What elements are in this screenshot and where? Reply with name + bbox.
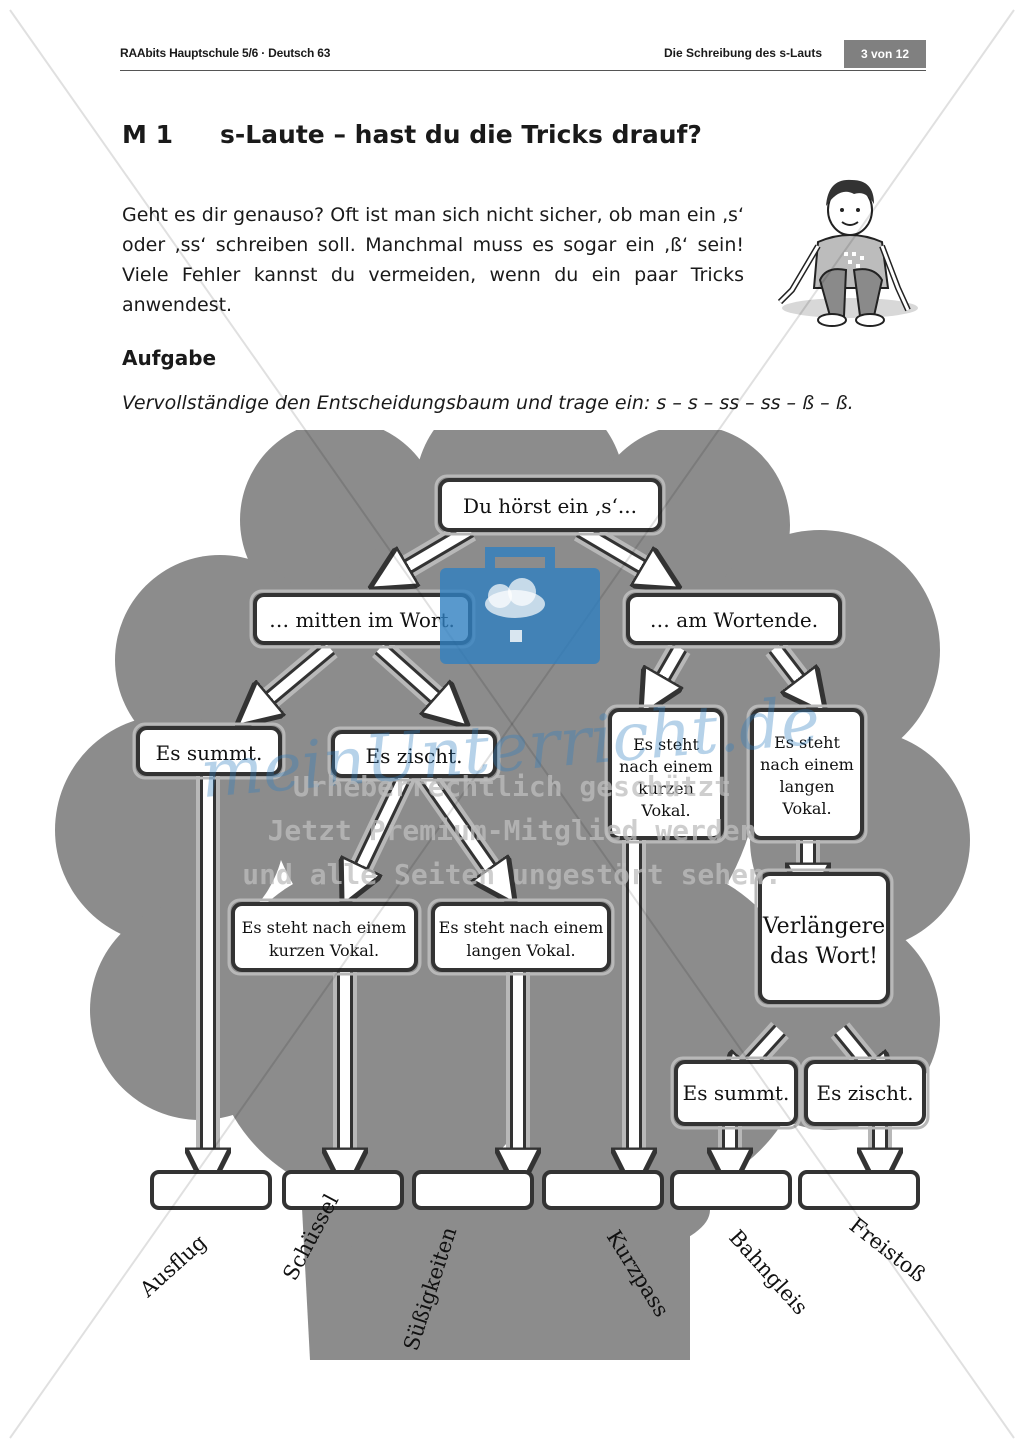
node-summt2	[674, 1060, 798, 1126]
mid-long-line-2: langen Vokal.	[466, 941, 575, 960]
worksheet-title: M 1 s-Laute – hast du die Tricks drauf?	[122, 120, 702, 149]
word-ausflug: Ausflug	[135, 1230, 212, 1302]
answer-box-6[interactable]	[798, 1170, 920, 1210]
root-text: Du hörst ein ‚s‘...	[463, 494, 637, 518]
page-header: RAAbits Hauptschule 5/6 · Deutsch 63 Die…	[120, 38, 926, 71]
end-short-line-1: Es steht	[633, 735, 699, 754]
node-end-short	[608, 708, 724, 840]
lengthen-line-1: Verlängere	[762, 914, 885, 939]
task-heading: Aufgabe	[122, 346, 217, 370]
end-long-line-4: Vokal.	[781, 799, 831, 818]
title-text: s-Laute – hast du die Tricks drauf?	[220, 120, 702, 149]
material-code: M 1	[122, 120, 173, 149]
end-long-line-1: Es steht	[774, 733, 840, 752]
node-end-long	[750, 708, 864, 840]
answer-box-5[interactable]	[670, 1170, 792, 1210]
answer-boxes	[150, 1170, 920, 1210]
zischt-text: Es zischt.	[366, 744, 463, 768]
end-long-line-3: langen	[780, 777, 835, 796]
end-short-line-2: nach einem	[619, 757, 713, 776]
summt2-text: Es summt.	[683, 1081, 790, 1105]
answer-box-1[interactable]	[150, 1170, 272, 1210]
node-end	[626, 593, 842, 645]
end-long-line-2: nach einem	[760, 755, 854, 774]
header-series: RAAbits Hauptschule 5/6 · Deutsch 63	[120, 46, 331, 60]
end-short-line-4: Vokal.	[640, 801, 690, 820]
page-number-badge: 3 von 12	[844, 40, 926, 68]
intro-paragraph: Geht es dir genauso? Oft ist man sich ni…	[122, 204, 744, 316]
node-mid-long	[431, 902, 611, 972]
mid-short-line-1: Es steht nach einem	[242, 918, 407, 937]
answer-box-4[interactable]	[542, 1170, 664, 1210]
node-root	[438, 478, 662, 532]
zischt2-text: Es zischt.	[817, 1081, 914, 1105]
mid-long-line-1: Es steht nach einem	[439, 918, 604, 937]
node-mid-short	[231, 902, 418, 972]
end-text: … am Wortende.	[650, 608, 818, 632]
summt-text: Es summt.	[156, 741, 263, 765]
task-instruction: Vervollständige den Entscheidungsbaum un…	[122, 392, 854, 414]
word-bahngleis: Bahngleis	[724, 1225, 812, 1319]
answer-box-2[interactable]	[282, 1170, 404, 1210]
end-short-line-3: kurzen	[638, 779, 694, 798]
mid-short-line-2: kurzen Vokal.	[269, 941, 379, 960]
node-summt	[136, 726, 282, 776]
answer-box-3[interactable]	[412, 1170, 534, 1210]
node-zischt	[331, 730, 497, 778]
node-zischt2	[804, 1060, 926, 1126]
word-freistoss: Freistoß	[845, 1213, 930, 1287]
lengthen-line-2: das Wort!	[770, 944, 878, 969]
header-topic: Die Schreibung des s-Lauts	[663, 46, 822, 60]
middle-text: … mitten im Wort.	[269, 608, 455, 632]
node-lengthen	[758, 872, 890, 1004]
decision-tree: Du hörst ein ‚s‘... … mitten im Wort. … …	[55, 430, 970, 1360]
boy-illustration	[777, 179, 918, 327]
